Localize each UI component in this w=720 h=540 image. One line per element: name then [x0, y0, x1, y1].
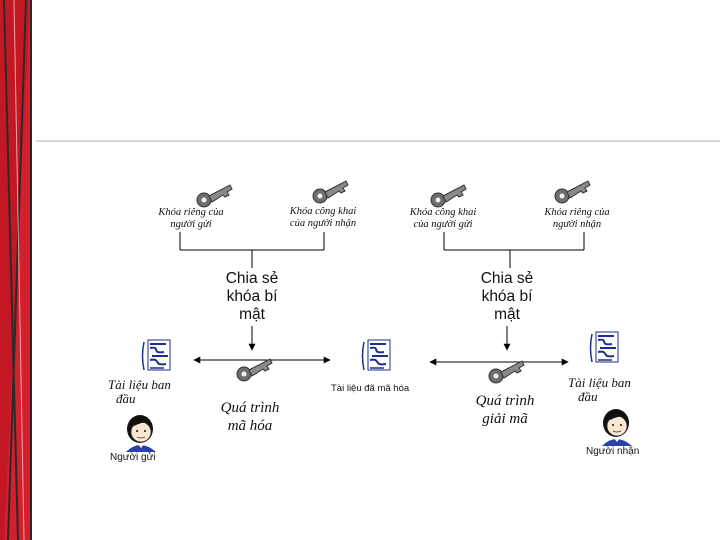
- shared-secret-left-label: Chia sẻ khóa bí mật: [225, 270, 279, 323]
- sender-private-key-label: Khóa riêng của người gửi: [158, 207, 224, 230]
- sender-label: Người gửi: [110, 452, 156, 463]
- receiver-private-key-label: Khóa riêng của người nhận: [544, 207, 610, 230]
- encrypt-key-icon: [236, 358, 273, 382]
- receiver-public-key-icon: [312, 180, 349, 204]
- original-document-right-icon: [589, 331, 619, 363]
- original-document-left-label: Tài liệu ban đầu: [108, 377, 171, 406]
- decrypt-process-label: Quá trình giải mã: [475, 393, 535, 427]
- encrypt-process-label: Quá trình mã hóa: [220, 400, 280, 434]
- slide-left-border: [0, 0, 32, 540]
- receiver-private-key-icon: [554, 180, 591, 204]
- shared-secret-right-label: Chia sẻ khóa bí mật: [480, 270, 534, 323]
- original-document-left-icon: [141, 339, 171, 371]
- receiver-label: Người nhận: [586, 446, 640, 457]
- encrypted-document-icon: [361, 339, 391, 371]
- decrypt-key-icon: [488, 360, 525, 384]
- receiver-public-key-label: Khóa công khai của người nhận: [289, 206, 357, 229]
- sender-public-key-label: Khóa công khai của người gửi: [409, 207, 477, 230]
- sender-private-key-icon: [196, 184, 233, 208]
- original-document-right-label: Tài liệu ban đầu: [568, 375, 631, 404]
- encrypted-document-label: Tài liệu đã mã hóa: [331, 383, 410, 394]
- sender-public-key-icon: [430, 184, 467, 208]
- sender-avatar-icon: [125, 414, 157, 453]
- title-rule: [36, 140, 720, 142]
- receiver-avatar-icon: [601, 408, 633, 447]
